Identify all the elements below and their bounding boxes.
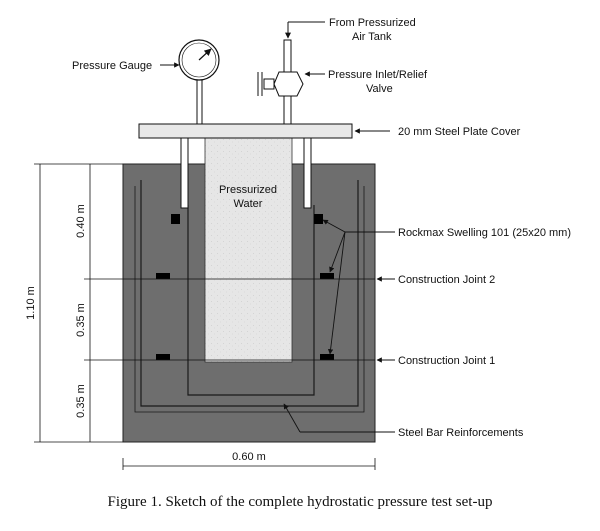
from-tank-label-2: Air Tank [352,31,392,43]
figure-caption: Figure 1. Sketch of the complete hydrost… [108,494,493,510]
reinforcement-label: Steel Bar Reinforcements [398,427,524,439]
width-label: 0.60 m [232,451,266,463]
swelling-strips [156,214,334,360]
swelling-strip [156,273,170,279]
seg-top-label: 0.40 m [75,204,87,238]
gauge-pipe [180,137,189,209]
from-tank-label-1: From Pressurized [329,17,416,29]
steel-plate-cover [138,123,353,139]
swelling-strip [320,354,334,360]
total-height-label: 1.10 m [25,286,37,320]
swelling-label: Rockmax Swelling 101 (25x20 mm) [398,227,571,239]
water-cavity [204,133,293,363]
swelling-strip [156,354,170,360]
plate-cover-label: 20 mm Steel Plate Cover [398,126,521,138]
width-dimension [122,458,376,470]
valve-label-2: Valve [366,83,393,95]
swelling-strip [320,273,334,279]
seg-middle-label: 0.35 m [75,303,87,337]
steel-bar-reinforcement [134,180,365,413]
swelling-strip [171,214,180,224]
joint1-label: Construction Joint 1 [398,355,495,367]
height-dimensions [34,163,123,443]
seg-bottom-label: 0.35 m [75,384,87,418]
joint2-label: Construction Joint 2 [398,274,495,286]
valve-label-1: Pressure Inlet/Relief [328,69,428,81]
pressure-gauge [178,39,220,124]
inlet-relief-valve [257,39,304,125]
water-label-2: Water [234,198,263,210]
water-label-1: Pressurized [219,184,277,196]
inlet-pipe [303,137,312,209]
swelling-strip [314,214,323,224]
pressure-gauge-label: Pressure Gauge [72,60,152,72]
